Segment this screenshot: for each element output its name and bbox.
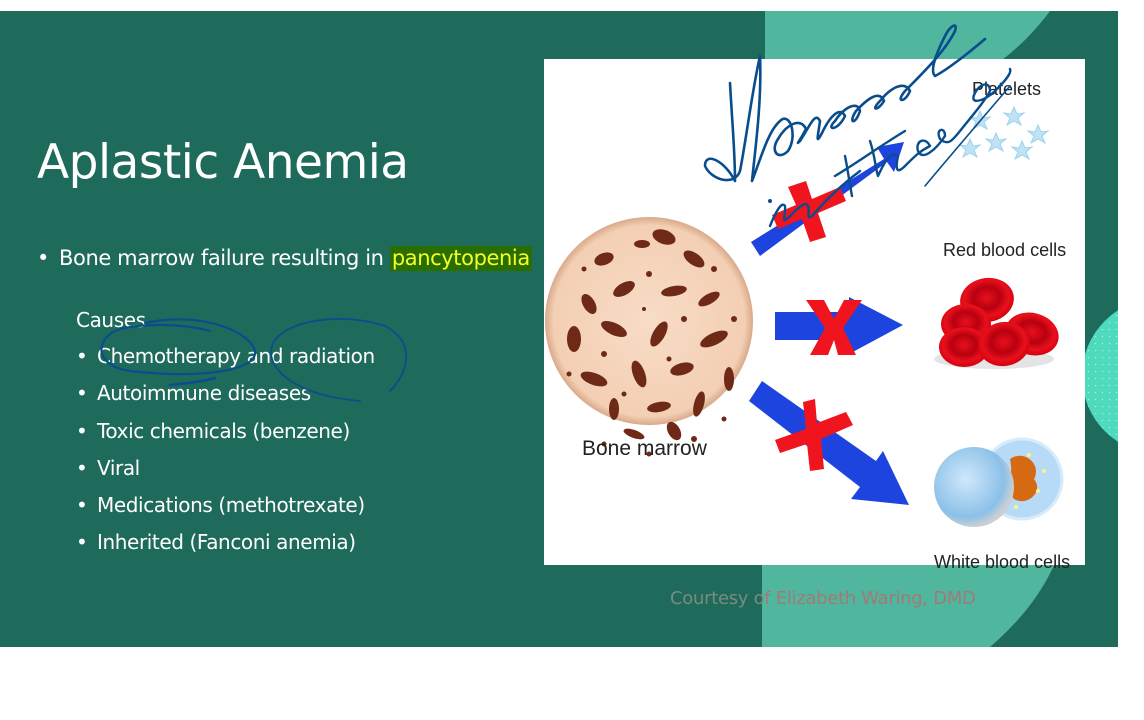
blocked-x-icon bbox=[806, 300, 862, 355]
red-blood-cells-label: Red blood cells bbox=[943, 240, 1067, 260]
main-bullet-text: Bone marrow failure resulting in bbox=[59, 246, 390, 270]
main-bullet: • Bone marrow failure resulting in pancyt… bbox=[37, 246, 532, 271]
cause-item: • Viral bbox=[76, 456, 375, 493]
figure-illustration bbox=[545, 105, 1064, 527]
platelets-icon bbox=[958, 105, 1050, 161]
arrow-to-white-cells-icon bbox=[749, 381, 909, 505]
credit-name: f Elizabeth Waring, DMD bbox=[764, 588, 976, 609]
cause-text: Viral bbox=[97, 455, 140, 480]
bullet-dot: • bbox=[76, 530, 88, 555]
highlighted-term: pancytopenia bbox=[389, 246, 532, 271]
bullet-dot: • bbox=[37, 246, 49, 270]
red-blood-cells-icon bbox=[934, 277, 1059, 369]
bullet-dot: • bbox=[76, 344, 88, 368]
bullet-dot: • bbox=[76, 455, 88, 480]
cause-item: • Autoimmune diseases bbox=[76, 381, 375, 418]
image-credit: Courtesy of Elizabeth Waring, DMD bbox=[670, 588, 976, 609]
causes-list: • Chemotherapy and radiation • Autoimmune … bbox=[76, 344, 375, 568]
blocked-x-icon bbox=[775, 399, 853, 471]
bullet-dot: • bbox=[76, 493, 88, 518]
slide: Aplastic Anemia • Bone marrow failure res… bbox=[0, 11, 1118, 647]
cause-text: Medications (methotrexate) bbox=[97, 493, 365, 518]
cause-text: Chemotherapy and radiation bbox=[97, 344, 375, 368]
white-blood-cells-icon bbox=[934, 437, 1064, 527]
cause-text: Inherited (Fanconi anemia) bbox=[97, 530, 356, 555]
bone-marrow-figure: Platelets Red blood cells Bone marrow Wh… bbox=[544, 59, 1085, 572]
cause-item: • Chemotherapy and radiation bbox=[76, 344, 375, 381]
cause-item: • Inherited (Fanconi anemia) bbox=[76, 530, 375, 567]
platelets-label: Platelets bbox=[972, 79, 1042, 99]
bone-marrow-icon bbox=[545, 217, 753, 457]
bullet-dot: • bbox=[76, 418, 88, 443]
cause-item: • Toxic chemicals (benzene) bbox=[76, 419, 375, 456]
bullet-dot: • bbox=[76, 381, 88, 406]
cause-text: Toxic chemicals (benzene) bbox=[97, 418, 350, 443]
slide-title: Aplastic Anemia bbox=[37, 135, 409, 190]
cause-text: Autoimmune diseases bbox=[97, 381, 311, 406]
credit-prefix: Courtesy o bbox=[670, 588, 765, 609]
white-blood-cells-label: White blood cells bbox=[934, 552, 1071, 572]
bone-marrow-label: Bone marrow bbox=[582, 437, 707, 460]
causes-heading: Causes bbox=[76, 308, 146, 332]
cause-item: • Medications (methotrexate) bbox=[76, 493, 375, 530]
